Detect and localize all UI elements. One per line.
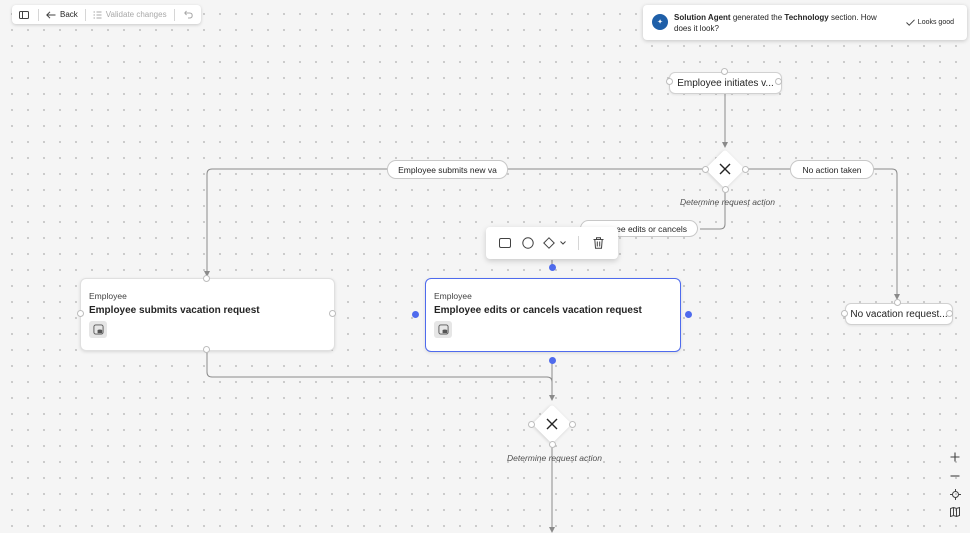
notification-text: section. How does it look? bbox=[674, 13, 877, 33]
divider bbox=[38, 8, 39, 21]
branch-label-middle-text: ee edits or cancels bbox=[616, 223, 687, 234]
database-icon[interactable] bbox=[89, 321, 107, 338]
validate-changes-button[interactable]: Validate changes bbox=[86, 5, 174, 24]
connection-handle[interactable] bbox=[721, 68, 728, 75]
connection-handle[interactable] bbox=[894, 299, 901, 306]
connection-handle[interactable] bbox=[549, 357, 556, 364]
start-node-label: Employee initiates v... bbox=[677, 77, 774, 89]
connection-handle[interactable] bbox=[203, 275, 210, 282]
card-role: Employee bbox=[434, 291, 472, 301]
step-card-edit[interactable]: Employee Employee edits or cancels vacat… bbox=[425, 278, 681, 352]
looks-good-button[interactable]: Looks good bbox=[905, 17, 954, 28]
branch-label-right-text: No action taken bbox=[802, 164, 862, 175]
checklist-icon bbox=[93, 11, 102, 18]
connection-handle[interactable] bbox=[702, 166, 709, 173]
zoom-out-icon bbox=[950, 475, 960, 477]
fit-view-button[interactable] bbox=[945, 485, 965, 503]
minimap-button[interactable] bbox=[945, 503, 965, 521]
chevron-down-icon[interactable] bbox=[560, 241, 566, 245]
card-title: Employee edits or cancels vacation reque… bbox=[434, 305, 642, 316]
rectangle-icon[interactable] bbox=[499, 238, 511, 248]
close-x-icon bbox=[546, 418, 558, 430]
sidebar-toggle-button[interactable] bbox=[12, 5, 38, 24]
connection-handle[interactable] bbox=[329, 310, 336, 317]
checkmark-icon bbox=[905, 19, 915, 26]
connection-handle[interactable] bbox=[775, 78, 782, 85]
connection-handle[interactable] bbox=[946, 310, 953, 317]
editor-toolbar: Back Validate changes bbox=[12, 5, 201, 24]
connection-handle[interactable] bbox=[412, 311, 419, 318]
connection-handle[interactable] bbox=[722, 186, 729, 193]
connection-handle[interactable] bbox=[841, 310, 848, 317]
card-role: Employee bbox=[89, 291, 127, 301]
notification-message: Solution Agent generated the Technology … bbox=[674, 12, 896, 34]
zoom-in-button[interactable] bbox=[945, 448, 965, 466]
connection-handle[interactable] bbox=[685, 311, 692, 318]
branch-label-left-text: Employee submits new va bbox=[398, 164, 497, 175]
notification-text: generated the bbox=[730, 13, 785, 22]
circle-icon[interactable] bbox=[522, 237, 534, 249]
shape-toolbar bbox=[486, 227, 618, 259]
divider bbox=[84, 8, 86, 21]
card-title: Employee submits vacation request bbox=[89, 305, 260, 316]
divider bbox=[173, 8, 175, 21]
agent-icon: ✦ bbox=[652, 14, 668, 30]
undo-icon bbox=[183, 10, 193, 19]
back-button[interactable]: Back bbox=[39, 5, 85, 24]
agent-name: Solution Agent bbox=[674, 13, 731, 22]
connection-handle[interactable] bbox=[528, 421, 535, 428]
connection-handle[interactable] bbox=[666, 78, 673, 85]
section-name: Technology bbox=[784, 13, 829, 22]
branch-label-right[interactable]: No action taken bbox=[790, 160, 874, 179]
decision-caption: Determine request action bbox=[680, 197, 775, 207]
back-label: Back bbox=[60, 10, 78, 19]
connection-handle[interactable] bbox=[549, 264, 556, 271]
arrow-left-icon bbox=[46, 10, 56, 19]
undo-button[interactable] bbox=[175, 5, 200, 24]
zoom-out-button[interactable] bbox=[945, 467, 965, 485]
connection-handle[interactable] bbox=[569, 421, 576, 428]
agent-notification: ✦ Solution Agent generated the Technolog… bbox=[643, 5, 967, 40]
diamond-icon[interactable] bbox=[543, 237, 555, 249]
divider bbox=[578, 236, 579, 250]
end-node-label: No vacation request... bbox=[850, 308, 948, 320]
map-icon bbox=[950, 507, 960, 517]
zoom-in-icon bbox=[950, 452, 960, 462]
decision-caption: Determine request action bbox=[507, 453, 602, 463]
connection-handle[interactable] bbox=[203, 346, 210, 353]
start-node[interactable]: Employee initiates v... bbox=[669, 72, 782, 94]
branch-label-left[interactable]: Employee submits new va bbox=[387, 160, 508, 179]
database-icon[interactable] bbox=[434, 321, 452, 338]
fit-view-icon bbox=[949, 488, 961, 500]
trash-icon[interactable] bbox=[593, 237, 604, 249]
sidebar-toggle-icon bbox=[19, 10, 29, 19]
validate-label: Validate changes bbox=[105, 10, 167, 19]
connection-handle[interactable] bbox=[77, 310, 84, 317]
connection-handle[interactable] bbox=[742, 166, 749, 173]
looks-good-label: Looks good bbox=[917, 19, 954, 26]
connection-handle[interactable] bbox=[549, 441, 556, 448]
step-card-submit[interactable]: Employee Employee submits vacation reque… bbox=[80, 278, 335, 351]
close-x-icon bbox=[719, 163, 731, 175]
end-node-no-request[interactable]: No vacation request... bbox=[845, 303, 953, 325]
